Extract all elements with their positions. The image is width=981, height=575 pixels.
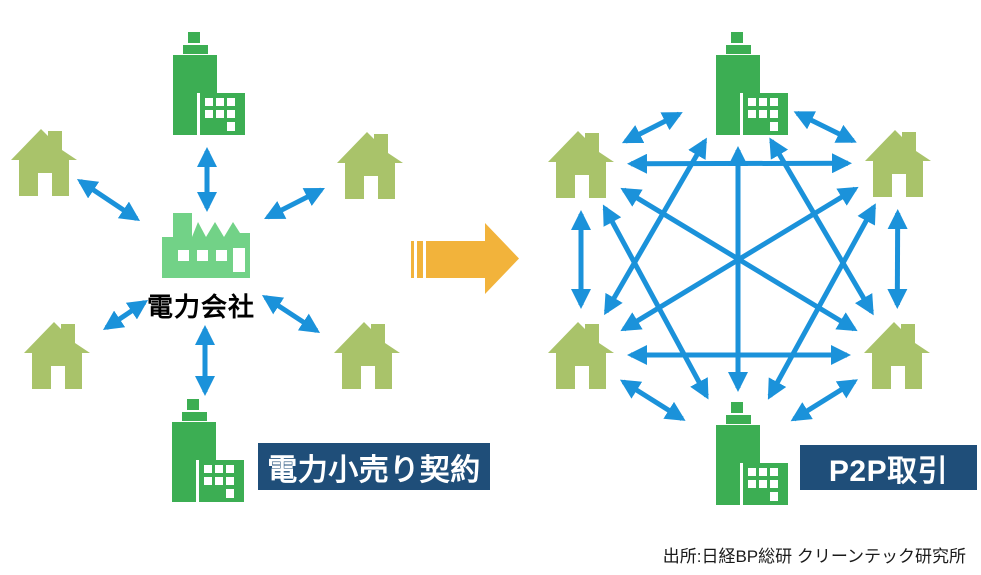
house-icon [548,131,614,198]
bidirectional-arrow [261,295,321,333]
house-icon [865,130,931,197]
house-icon [334,322,400,389]
bidirectional-arrow [793,110,857,144]
house-icon [548,322,614,389]
bidirectional-arrow [76,178,141,222]
building-icon [716,32,788,135]
house-icon [24,322,90,389]
building-icon [173,32,245,135]
striped-right-arrow-icon [411,223,519,294]
bidirectional-arrow [627,153,852,174]
bidirectional-arrow [621,111,683,144]
building-icon [172,399,244,502]
power-company-label: 電力会社 [146,292,256,322]
house-icon [864,322,930,389]
factory-icon [162,213,250,278]
house-icon [11,129,77,196]
retail-contract-caption: 電力小売り契約 [258,443,490,490]
bidirectional-arrow [790,379,858,422]
bidirectional-arrow [264,187,325,220]
p2p-trading-caption: P2P取引 [800,445,977,490]
house-icon [337,132,403,199]
bidirectional-arrow [619,379,686,421]
building-icon [716,402,788,505]
bidirectional-arrow [767,203,877,400]
source-attribution: 出所:日経BP総研 クリーンテック研究所 [662,547,966,566]
bidirectional-arrow [602,204,709,400]
bidirectional-arrow [102,299,149,331]
